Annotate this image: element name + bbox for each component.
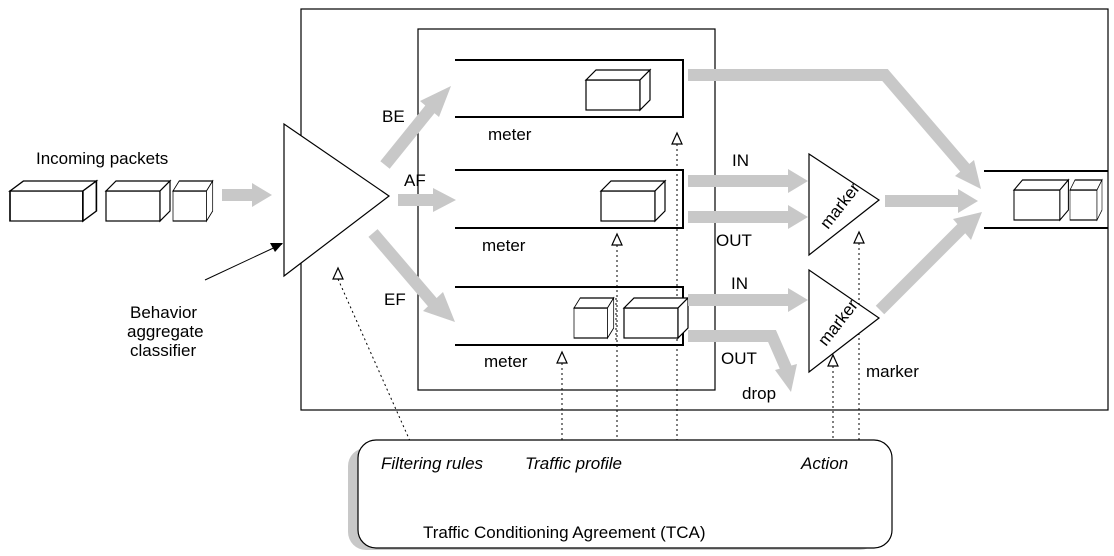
svg-text:meter: meter: [484, 352, 528, 371]
af-out-label: OUT: [716, 231, 752, 250]
classifier-pointer-arrow: [204, 243, 283, 281]
arrow-to-classifier: [222, 183, 272, 207]
arrow-be-to-output: [688, 69, 981, 189]
action-label: Action: [800, 454, 848, 473]
class-label-be: BE: [382, 107, 405, 126]
ef-in-label: IN: [731, 274, 748, 293]
classifier-label-line1: Behavior: [130, 303, 197, 322]
output-queue: [984, 170, 1108, 229]
behavior-aggregate-classifier-triangle: [283, 122, 391, 278]
classifier-input-arrowhead: [332, 266, 344, 280]
incoming-packet-medium: [105, 180, 171, 222]
arrow-af-in: [688, 169, 808, 193]
svg-text:meter: meter: [482, 236, 526, 255]
ef-out-label: OUT: [721, 349, 757, 368]
arrow-ef-in: [688, 288, 808, 312]
filtering-rules-link: [337, 278, 415, 451]
marker-af: marker: [808, 152, 881, 448]
arrow-be: [380, 86, 451, 169]
tca-box: [357, 439, 893, 549]
arrow-af-out: [688, 205, 808, 229]
incoming-packets-label: Incoming packets: [36, 149, 168, 168]
af-in-label: IN: [732, 151, 749, 170]
classifier-label-line2: aggregate: [127, 322, 204, 341]
traffic-profile-label: Traffic profile: [525, 454, 622, 473]
drop-label: drop: [742, 384, 776, 403]
marker-ef: marker: [808, 268, 881, 448]
filtering-rules-label: Filtering rules: [381, 454, 484, 473]
class-label-ef: EF: [384, 290, 406, 309]
arrow-ef-drop: [688, 330, 797, 392]
classifier-label-line3: classifier: [130, 341, 196, 360]
class-label-af: AF: [404, 171, 426, 190]
arrow-marker-af-to-output: [885, 189, 978, 213]
meter-be: meter: [455, 59, 684, 448]
meter-af: meter: [455, 169, 684, 448]
arrow-marker-ef-to-output: [875, 212, 982, 315]
meter-panel: [417, 28, 716, 391]
svg-text:meter: meter: [488, 125, 532, 144]
incoming-packet-large: [9, 180, 98, 222]
marker-outer-label: marker: [866, 362, 919, 381]
incoming-packet-small: [172, 180, 214, 222]
arrow-af: [398, 188, 456, 212]
arrow-ef: [368, 229, 455, 322]
tca-title: Traffic Conditioning Agreement (TCA): [423, 523, 706, 542]
meter-ef: meter: [455, 286, 689, 448]
